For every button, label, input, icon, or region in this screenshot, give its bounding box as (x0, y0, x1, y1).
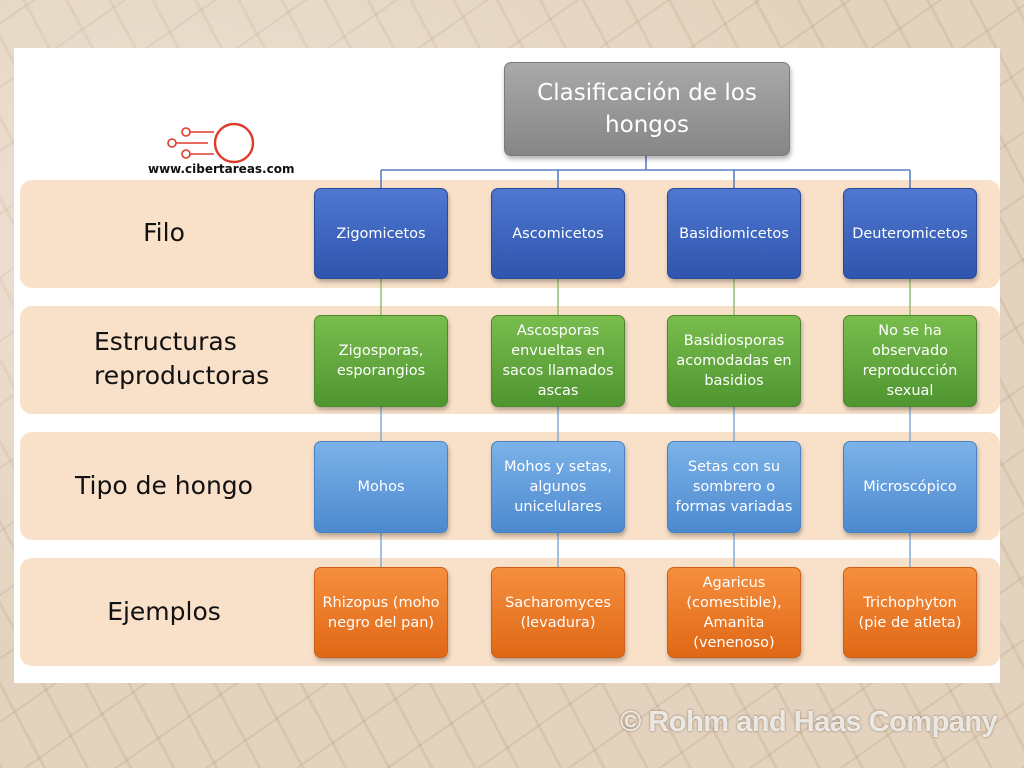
logo-url[interactable]: www.cibertareas.com (148, 162, 295, 176)
herk-logo (167, 122, 255, 164)
node-ejemplos-ascomicetos: Sacharomyces (levadura) (491, 567, 625, 658)
node-tipo-zigomicetos: Mohos (314, 441, 448, 533)
node-filo-zigomicetos: Zigomicetos (314, 188, 448, 279)
node-estructuras-basidiomicetos: Basidiosporas acomodadas en basidios (667, 315, 801, 407)
diagram-panel: www.cibertareas.com Filo Estructuras rep… (14, 48, 1000, 683)
row-label-filo: Filo (143, 218, 185, 247)
node-ejemplos-basidiomicetos: Agaricus (comestible), Amanita (venenoso… (667, 567, 801, 658)
node-tipo-ascomicetos: Mohos y setas, algunos unicelulares (491, 441, 625, 533)
node-estructuras-zigomicetos: Zigosporas, esporangios (314, 315, 448, 407)
connector-lines (380, 154, 911, 567)
node-filo-ascomicetos: Ascomicetos (491, 188, 625, 279)
node-estructuras-deuteromicetos: No se ha observado reproducción sexual (843, 315, 977, 407)
row-label-tipo: Tipo de hongo (75, 471, 253, 500)
node-tipo-basidiomicetos: Setas con su sombrero o formas variadas (667, 441, 801, 533)
copyright-watermark: © Rohm and Haas Company (620, 706, 998, 738)
node-estructuras-ascomicetos: Ascosporas envueltas en sacos llamados a… (491, 315, 625, 407)
node-tipo-deuteromicetos: Microscópico (843, 441, 977, 533)
root-node-title: Clasificación de los hongos (504, 62, 790, 156)
row-label-ejemplos: Ejemplos (107, 597, 221, 626)
node-ejemplos-deuteromicetos: Trichophyton (pie de atleta) (843, 567, 977, 658)
node-filo-deuteromicetos: Deuteromicetos (843, 188, 977, 279)
node-ejemplos-zigomicetos: Rhizopus (moho negro del pan) (314, 567, 448, 658)
row-label-estructuras: Estructuras reproductoras (94, 327, 270, 390)
node-filo-basidiomicetos: Basidiomicetos (667, 188, 801, 279)
